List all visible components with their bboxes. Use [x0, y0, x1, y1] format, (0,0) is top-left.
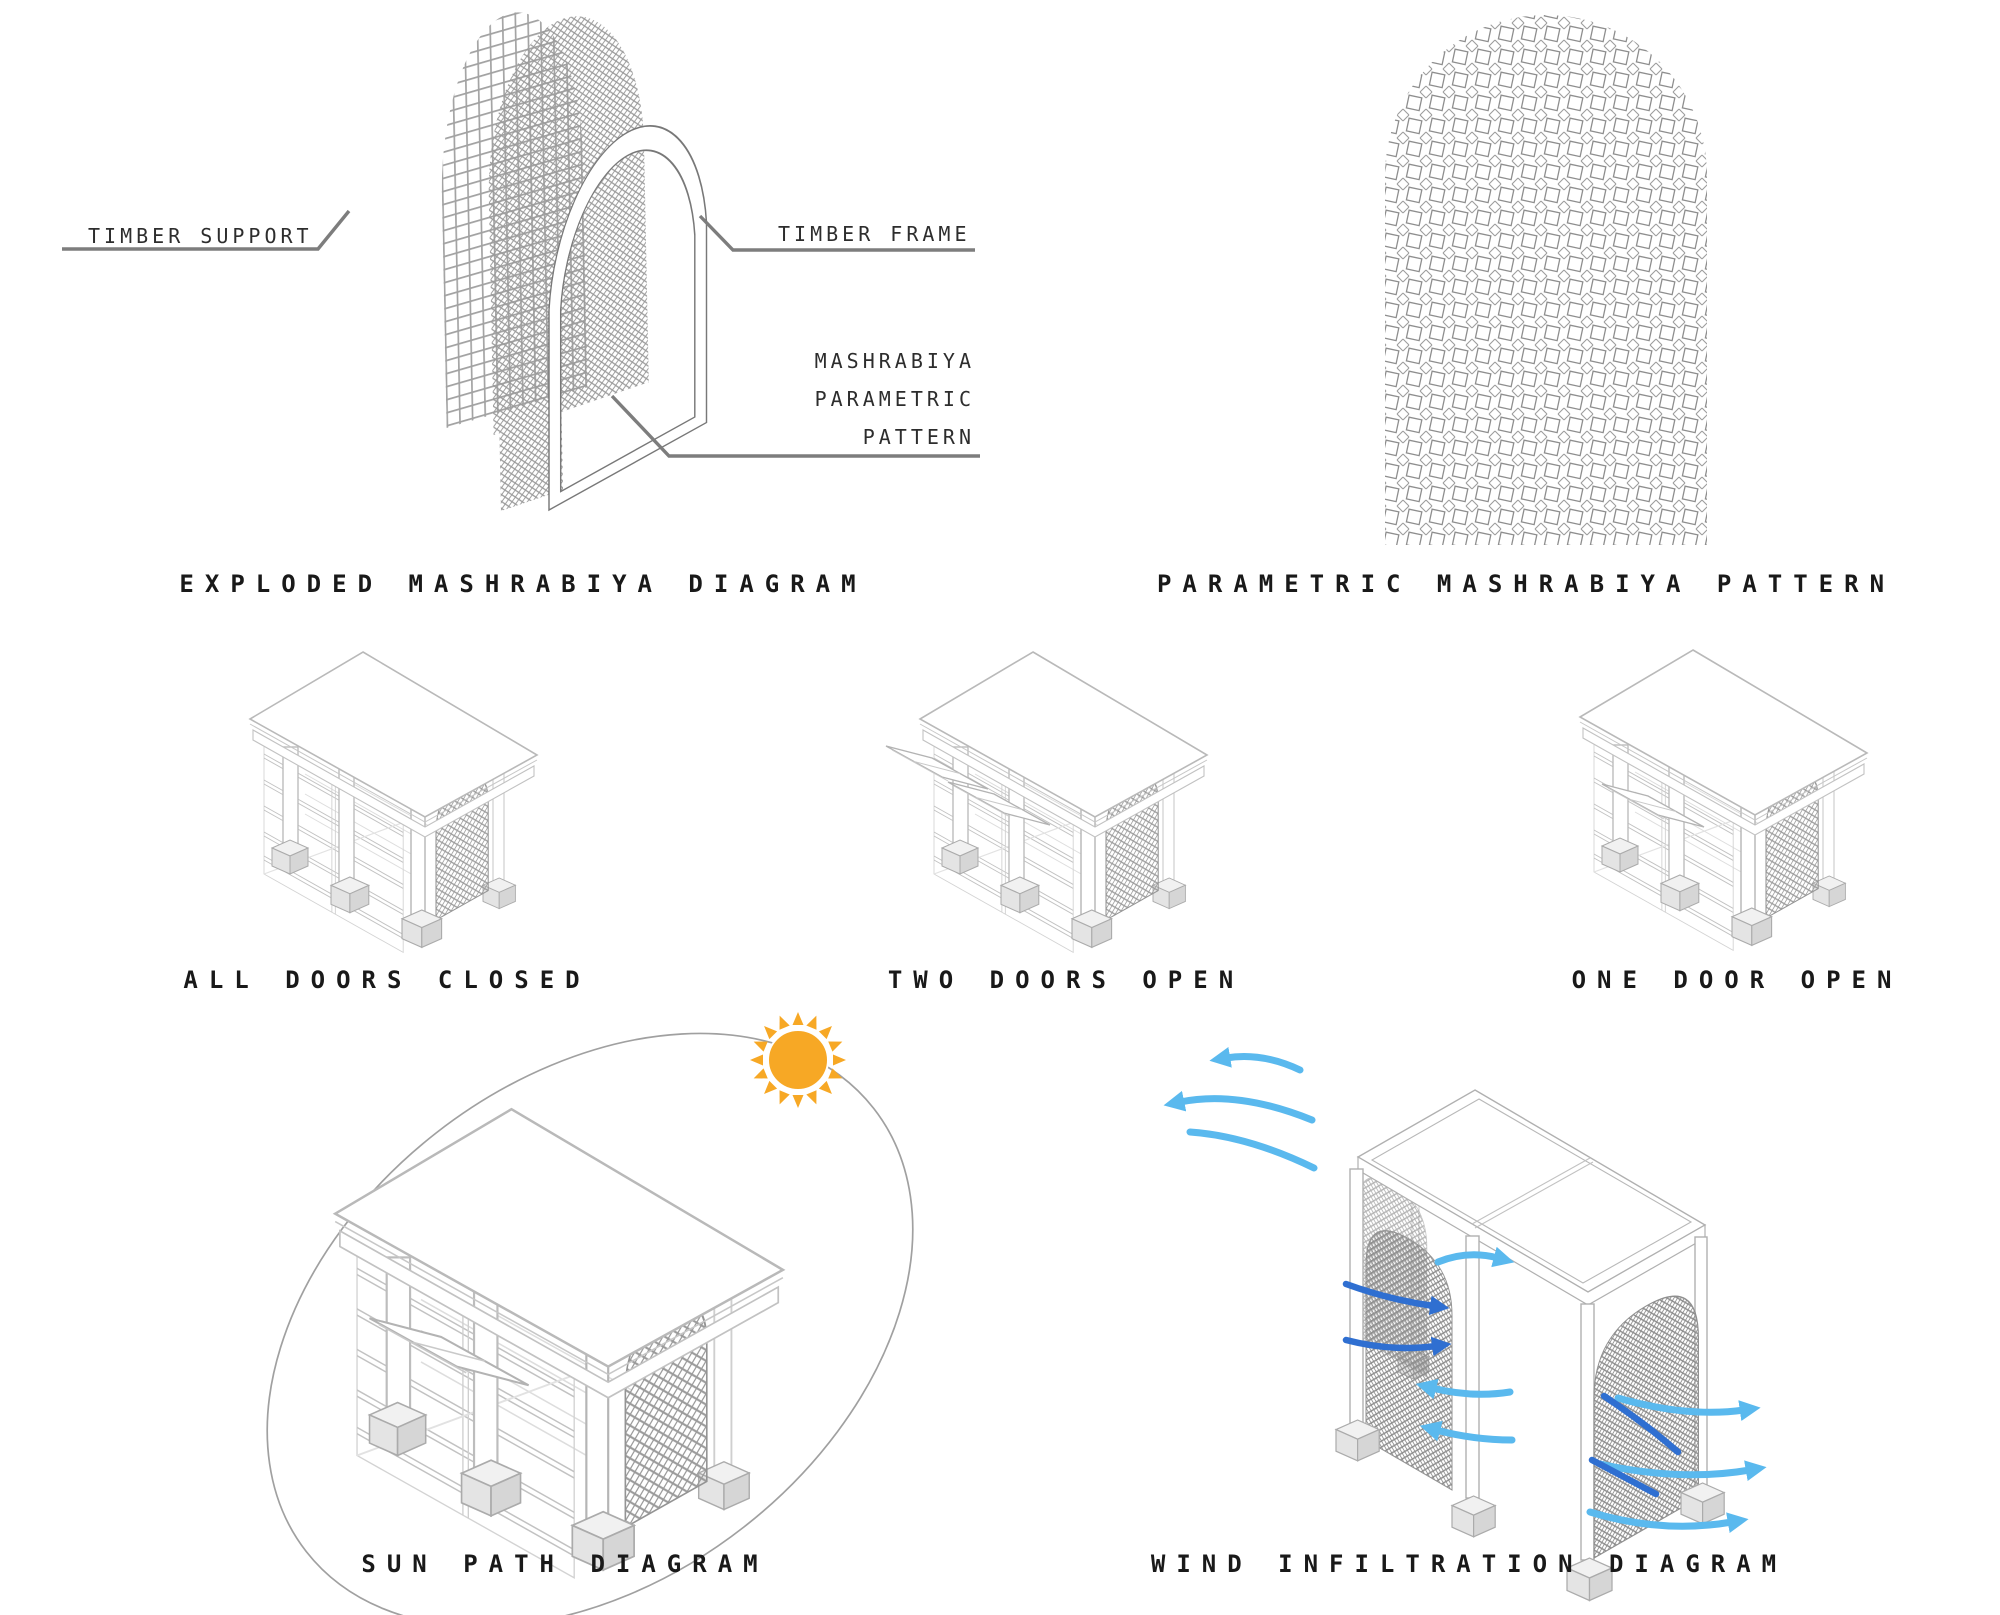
timber-frame — [548, 125, 708, 512]
wind-arrow-out-top-left — [1209, 1046, 1304, 1074]
label-timber-support: TIMBER SUPPORT — [88, 224, 313, 248]
sun-icon — [750, 1012, 846, 1108]
wind-arrow-through-screen-3 — [1600, 1392, 1682, 1456]
sun-path-arc — [266, 1032, 914, 1615]
pavilion-two-doors-open — [886, 652, 1207, 952]
label-mashrabiya-line2: PARAMETRIC — [814, 387, 975, 411]
caption-two-doors-open: TWO DOORS OPEN — [887, 966, 1245, 994]
wind-arrow-inside-right — [1434, 1246, 1515, 1268]
wind-infiltration-diagram — [1163, 1046, 1767, 1602]
pavilion-one-door-open — [1580, 650, 1867, 950]
leader-pattern — [610, 394, 980, 458]
label-timber-frame: TIMBER FRAME — [778, 222, 971, 246]
pavilion-all-doors-closed — [250, 652, 537, 952]
exploded-mashrabiya-diagram — [62, 12, 980, 512]
caption-all-doors-closed: ALL DOORS CLOSED — [183, 966, 591, 994]
wind-arrow-through-screen-4 — [1588, 1456, 1660, 1498]
wind-arrow-inside-left-2 — [1419, 1420, 1516, 1444]
sun-path-pavilion — [335, 1109, 783, 1578]
label-mashrabiya-line3: PATTERN — [862, 425, 975, 449]
leader-timber-support — [62, 209, 351, 251]
wind-arrow-inside-left-1 — [1415, 1378, 1514, 1400]
wind-arrows — [1163, 1046, 1767, 1534]
label-mashrabiya-pattern: MASHRABIYA PARAMETRIC PATTERN — [815, 342, 975, 456]
leader-lines — [62, 209, 980, 458]
label-mashrabiya-line1: MASHRABIYA — [814, 349, 975, 373]
wind-arrow-in-right-1 — [1614, 1394, 1761, 1421]
wind-arrow-out-left — [1163, 1090, 1316, 1124]
wind-arrow-in-right-3 — [1586, 1508, 1749, 1534]
caption-one-door-open: ONE DOOR OPEN — [1571, 966, 1903, 994]
sun-path-diagram — [266, 1012, 914, 1615]
caption-wind-infiltration: WIND INFILTRATION DIAGRAM — [1150, 1550, 1788, 1578]
caption-sun-path: SUN PATH DIAGRAM — [361, 1550, 769, 1578]
wind-arrow-through-screen-2 — [1342, 1336, 1452, 1357]
wind-arrow-in-right-2 — [1596, 1460, 1767, 1482]
parametric-pattern-panel — [1385, 15, 1707, 545]
wind-arrow-through-screen-1 — [1342, 1280, 1450, 1316]
caption-parametric-pattern: PARAMETRIC MASHRABIYA PATTERN — [1156, 570, 1896, 598]
wind-arrow-tail-left — [1186, 1128, 1318, 1172]
leader-timber-frame — [698, 214, 975, 252]
caption-exploded-diagram: EXPLODED MASHRABIYA DIAGRAM — [179, 570, 867, 598]
